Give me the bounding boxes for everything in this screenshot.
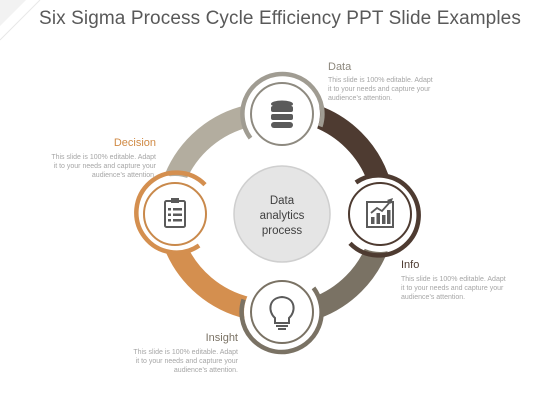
insight-heading: Insight (205, 332, 238, 344)
data-heading: Data (328, 61, 352, 73)
ring-segment-insight-decision (164, 241, 252, 319)
clipboard-icon (164, 198, 186, 228)
bar-chart-growth-icon (366, 198, 394, 228)
center-circle (233, 165, 331, 263)
data-description: This slide is 100% editable. Adapt it to… (328, 77, 433, 102)
insight-description: This slide is 100% editable. Adapt it to… (133, 349, 238, 374)
decision-description: This slide is 100% editable. Adapt it to… (51, 154, 156, 179)
center-label: Data analytics process (235, 194, 329, 239)
center-label-line-2: analytics (259, 210, 305, 222)
ring-segment-data-info (311, 105, 389, 183)
node-decision (134, 170, 213, 255)
center-label-line-3: process (261, 225, 303, 237)
ring-segment-decision-data (164, 105, 252, 183)
slide-title: Six Sigma Process Cycle Efficiency PPT S… (39, 8, 521, 29)
center-label-line-1: Data (269, 195, 295, 207)
corner-decoration (0, 0, 41, 41)
node-insight (239, 274, 324, 355)
decision-heading: Decision (113, 137, 156, 149)
lightbulb-icon (269, 295, 295, 330)
info-description: This slide is 100% editable. Adapt it to… (401, 276, 506, 301)
node-info (342, 173, 421, 258)
node-data (240, 71, 325, 152)
info-heading: Info (401, 259, 420, 271)
database-icon (271, 100, 293, 128)
